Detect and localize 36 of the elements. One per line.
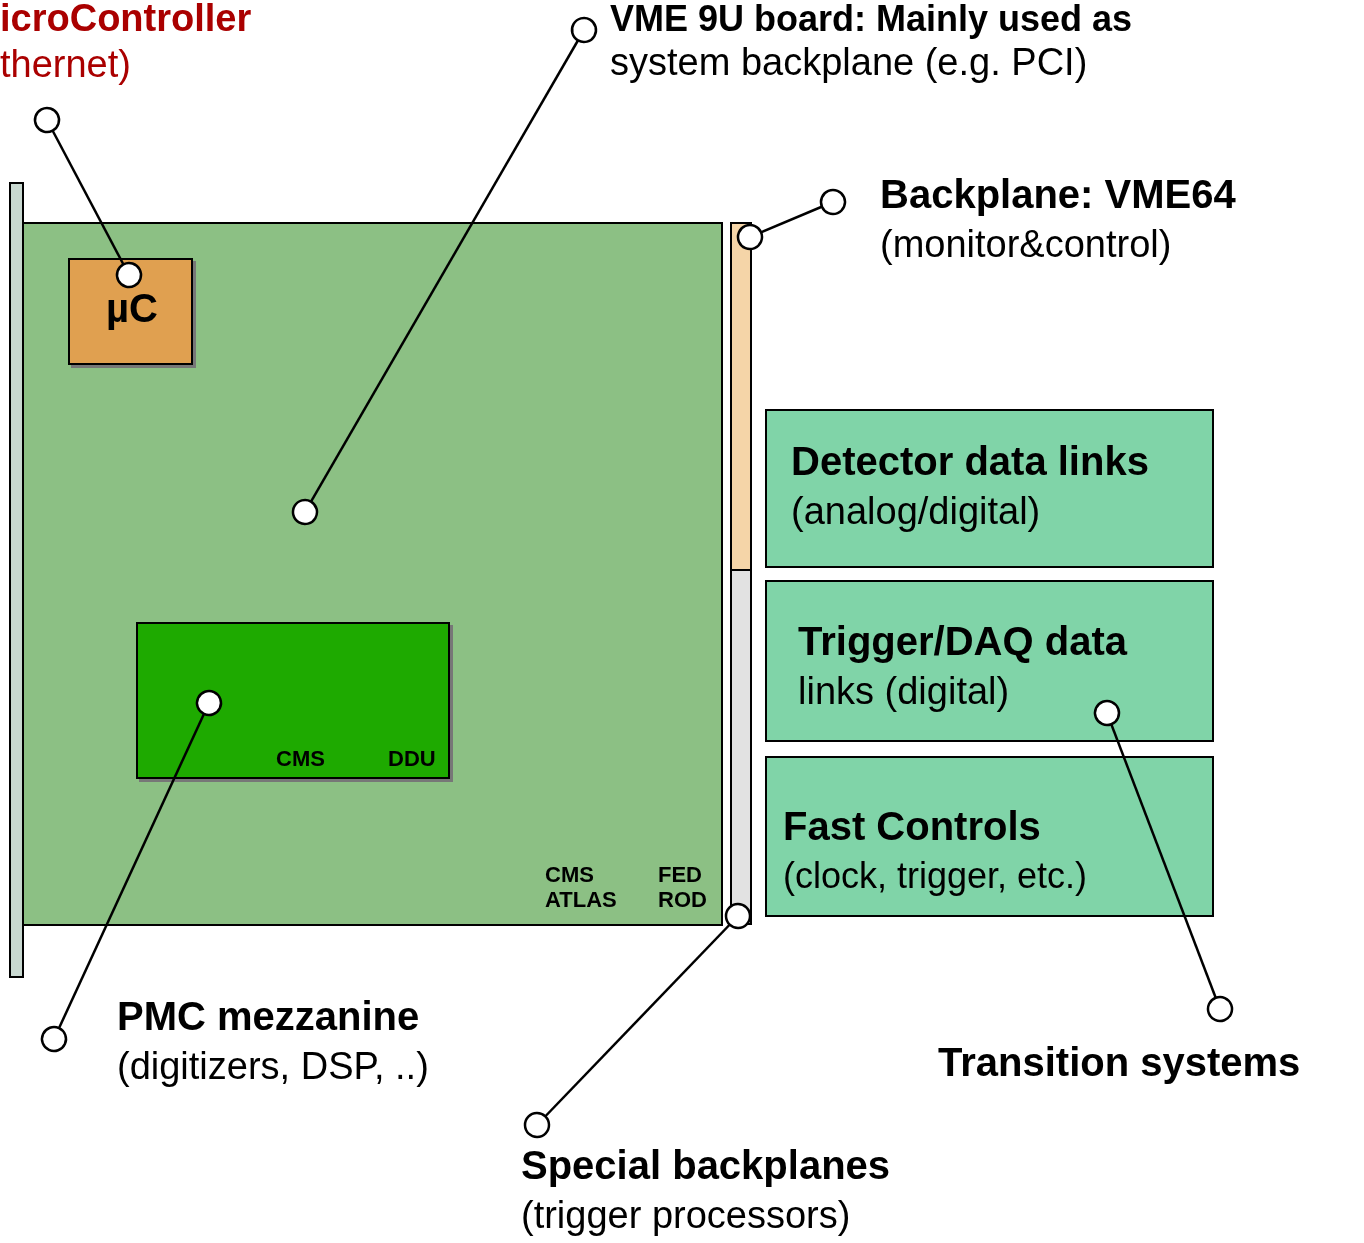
callout-text: (trigger processors) — [521, 1193, 851, 1238]
link-box — [765, 409, 1214, 568]
callout-heading: Special backplanes — [521, 1142, 891, 1189]
card-label: DDU — [388, 746, 436, 773]
box-text: links (digital) — [798, 669, 1010, 714]
leader-line — [736, 188, 847, 251]
microcontroller-chip — [68, 258, 193, 365]
callout-heading: VME 9U board: Mainly used as — [610, 0, 1133, 41]
box-text: (analog/digital) — [791, 489, 1041, 534]
leader-line — [523, 902, 752, 1139]
mezzanine-card — [136, 622, 450, 779]
card-label: CMS — [276, 746, 325, 773]
vme-backplane-strip — [730, 222, 752, 571]
controls-box — [765, 756, 1214, 917]
callout-text: (monitor&control) — [880, 222, 1172, 267]
box-heading: Fast Controls — [783, 803, 1041, 850]
callout-heading: icroController — [0, 0, 252, 41]
callout-text: (digitizers, DSP, ..) — [117, 1044, 429, 1089]
leader-line — [40, 689, 223, 1053]
leader-line — [291, 16, 598, 526]
special-backplane-strip — [730, 569, 752, 925]
callout-text: system backplane (e.g. PCI) — [610, 40, 1088, 85]
box-heading: Trigger/DAQ data — [798, 618, 1127, 665]
callout-text: thernet) — [0, 42, 131, 87]
link-box — [765, 580, 1214, 742]
callout-heading: PMC mezzanine — [117, 993, 420, 1040]
board-label: FED ROD — [658, 862, 708, 913]
board-label: CMS ATLAS — [545, 862, 618, 913]
box-heading: Detector data links — [791, 438, 1149, 485]
circuit-board — [22, 222, 723, 926]
callout-heading: Backplane: VME64 — [880, 171, 1236, 218]
leader-line — [33, 106, 143, 289]
box-text: (clock, trigger, etc.) — [783, 854, 1088, 898]
callout-heading: Transition systems — [938, 1039, 1301, 1086]
chip-label: µC — [106, 285, 158, 332]
leader-line — [1093, 699, 1234, 1023]
